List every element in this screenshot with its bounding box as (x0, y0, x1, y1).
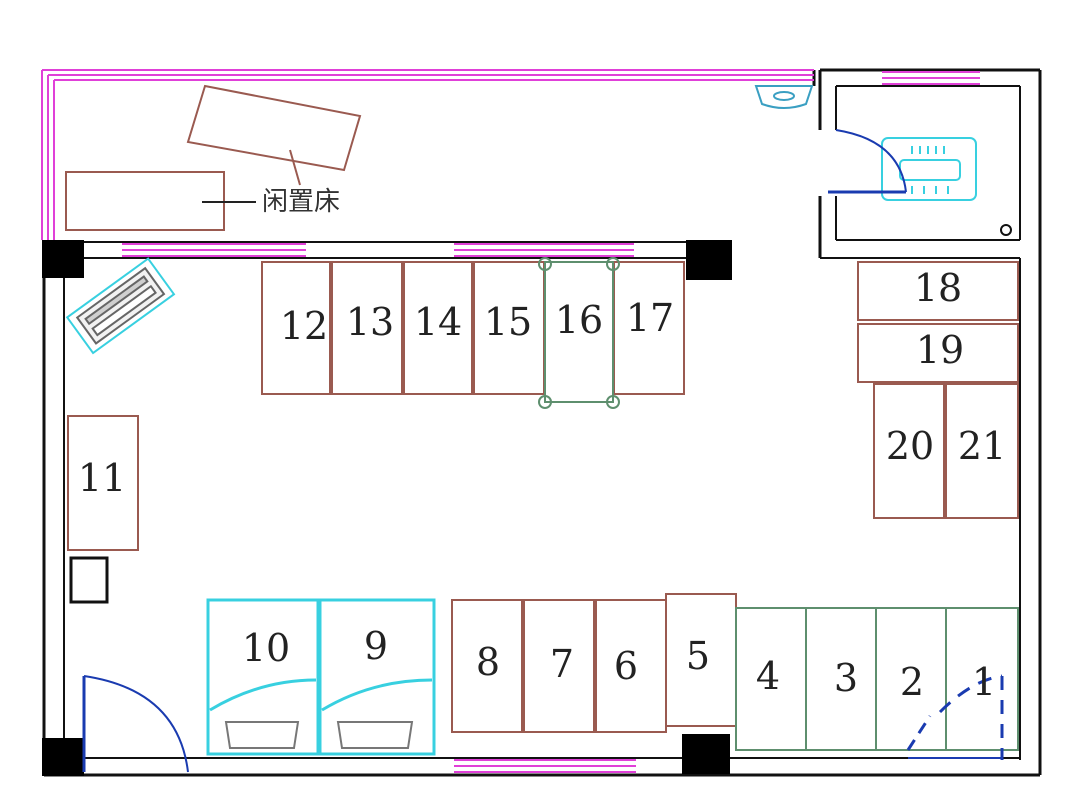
bed-label-16: 16 (555, 298, 603, 342)
structural-columns (42, 240, 732, 776)
bed-group-right (857, 261, 1019, 519)
bed-label-18: 18 (914, 266, 962, 310)
bed-label-10: 10 (242, 626, 290, 670)
bed-16-green (538, 257, 620, 409)
bed-label-8: 8 (476, 640, 500, 684)
bed-labels: 1 2 3 4 5 6 7 8 9 10 11 12 13 14 15 16 1… (78, 266, 1006, 704)
desk-icon (65, 257, 176, 355)
bed-label-17: 17 (626, 296, 674, 340)
idle-bed-note: 闲置床 (262, 187, 340, 217)
bed-label-4: 4 (756, 654, 780, 698)
side-door[interactable] (906, 674, 1004, 760)
cabinet-icon (69, 556, 109, 604)
bed-label-12: 12 (280, 304, 328, 348)
idle-beds (65, 84, 362, 231)
bed-label-20: 20 (886, 424, 934, 468)
bed-cyan-trays (224, 721, 414, 749)
bed-label-7: 7 (550, 642, 574, 686)
bed-11-frame (67, 415, 139, 551)
bed-label-9: 9 (364, 624, 388, 668)
bed-label-14: 14 (414, 300, 462, 344)
bed-group-cyan (206, 598, 436, 756)
bed-label-11: 11 (78, 456, 126, 500)
sink-icon (754, 85, 814, 109)
bed-label-1: 1 (972, 660, 996, 704)
bed-label-5: 5 (686, 634, 710, 678)
bed-label-13: 13 (346, 300, 394, 344)
entrance-door[interactable] (82, 675, 189, 773)
bed-label-2: 2 (900, 660, 924, 704)
bed-row-green (735, 607, 1019, 751)
windows (41, 69, 980, 773)
bed-label-3: 3 (834, 656, 858, 700)
bed-label-15: 15 (484, 300, 532, 344)
walls (42, 68, 1042, 777)
bed-label-21: 21 (958, 424, 1006, 468)
floor-drain-icon (1000, 224, 1012, 236)
bathroom-door[interactable] (828, 129, 907, 194)
bed-label-6: 6 (614, 644, 638, 688)
bed-label-19: 19 (916, 328, 964, 372)
